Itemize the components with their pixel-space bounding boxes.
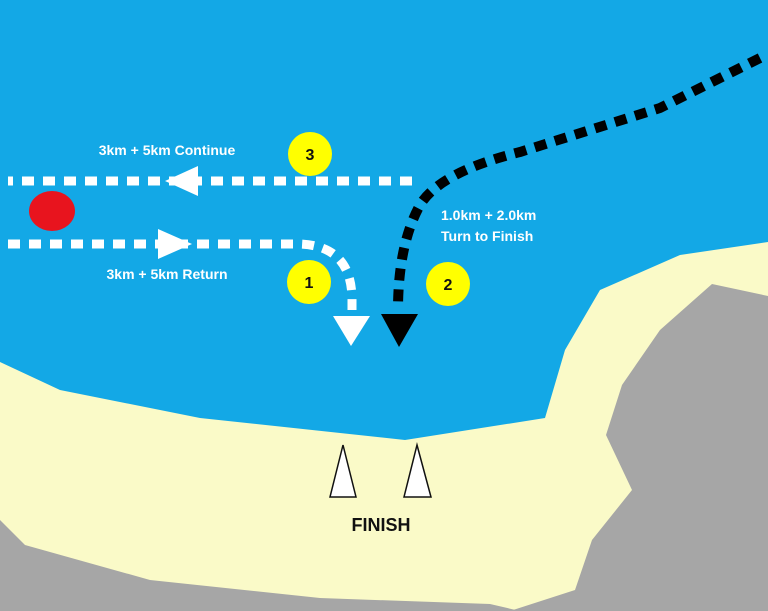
short-course-route-line bbox=[393, 53, 763, 311]
return-route-label: 3km + 5km Return bbox=[107, 266, 228, 282]
marker-2-label: 2 bbox=[444, 277, 453, 294]
beach-area bbox=[0, 242, 768, 611]
marker-1: 1 bbox=[287, 260, 331, 304]
return-route-line bbox=[8, 239, 357, 310]
return-down-arrow-icon bbox=[333, 316, 370, 346]
continue-route-label: 3km + 5km Continue bbox=[99, 142, 236, 158]
marker-3: 3 bbox=[288, 132, 332, 176]
marker-3-label: 3 bbox=[306, 147, 315, 164]
continue-arrow-icon bbox=[165, 166, 198, 196]
return-arrow-icon bbox=[158, 229, 192, 259]
rock-area bbox=[510, 284, 768, 611]
finish-flag-left-icon bbox=[329, 444, 357, 498]
finish-label: FINISH bbox=[351, 515, 410, 535]
red-buoy-icon bbox=[29, 191, 75, 231]
short-course-arrow-icon bbox=[381, 314, 418, 347]
finish-flag-right-icon bbox=[403, 442, 432, 498]
turn-route-label-line2: Turn to Finish bbox=[441, 228, 533, 244]
rock-area-lower bbox=[0, 520, 520, 611]
marker-2: 2 bbox=[426, 262, 470, 306]
turn-route-label-line1: 1.0km + 2.0km bbox=[441, 207, 536, 223]
marker-1-label: 1 bbox=[305, 275, 314, 292]
